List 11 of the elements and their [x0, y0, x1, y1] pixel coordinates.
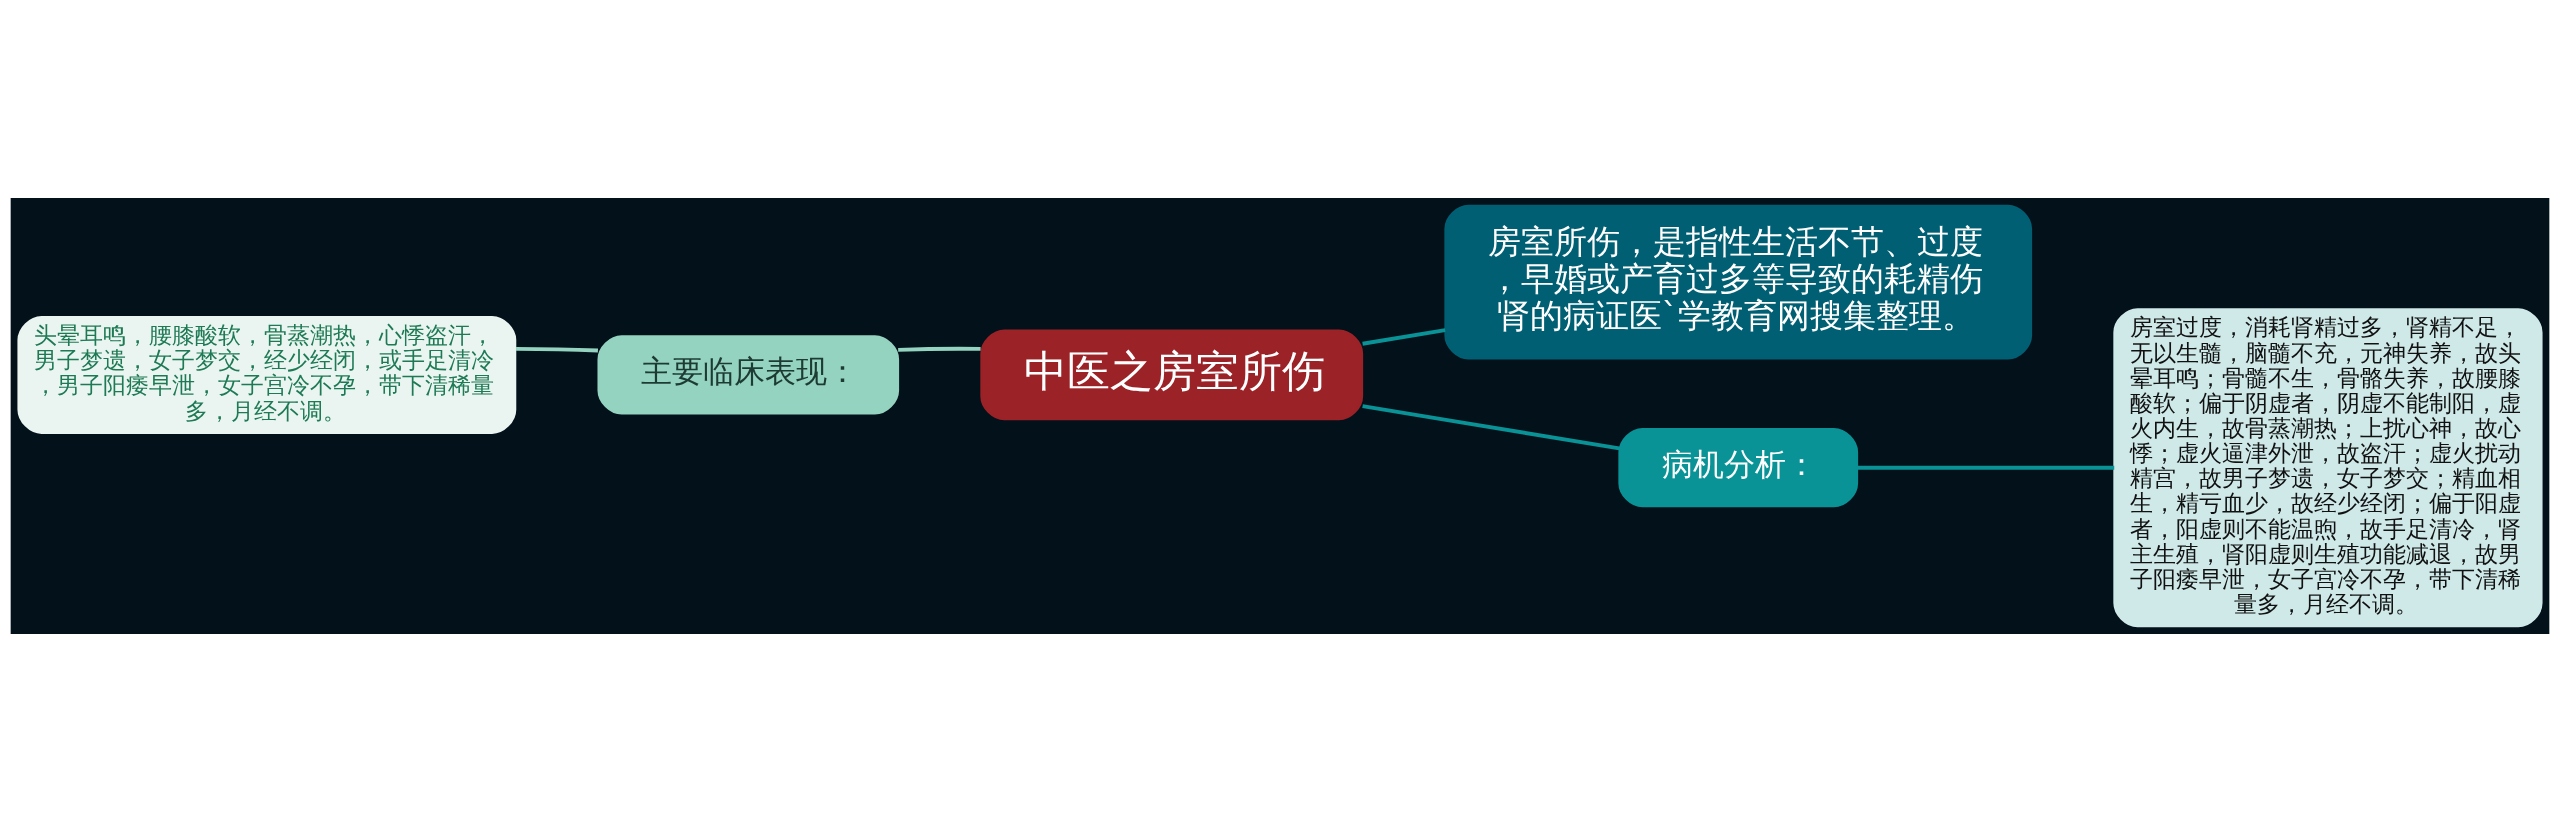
- connector: [1362, 403, 1620, 450]
- connector: [1857, 465, 2115, 470]
- connector: [1362, 327, 1446, 346]
- node-box: 房室过度，消耗肾精过多，肾精不足，无以生髓，脑髓不充，元神失养，故头晕耳鸣；骨髓不生，骨骼失养，故腰膝酸软；偏于阴虚者，阴虚不能制阳，虚火内生，故骨蒸潮热；上扰心神，故心悸；虚火逼津外泄，故盗汗；虚火扰动精宫，故男子梦遗，女子梦交；精血相生，精亏血少，故经少经闭；偏于阳虚者，阳虚则不能温煦，故手足清冷，肾主生殖，肾阳虚则生殖功能减退，故男子阳痿早泄，女子宫冷不孕，带下清稀量多，月经不调。: [2113, 307, 2543, 627]
- node-box: 房室所伤，是指性生活不节、过度，早婚或产育过多等导致的耗精伤肾的病证医`学教育网搜集整理。: [1444, 204, 2033, 359]
- node-box: 病机分析：: [1618, 427, 1859, 507]
- node-box: 头晕耳鸣，腰膝酸软，骨蒸潮热，心悸盗汗，男子梦遗，女子梦交，经少经闭，或手足清冷，男子阳痿早泄，女子宫冷不孕，带下清稀量多，月经不调。: [17, 315, 517, 434]
- connector: [515, 346, 599, 352]
- node-box: 中医之房室所伤: [980, 328, 1364, 420]
- node-box: 主要临床表现：: [597, 334, 900, 415]
- connector: [898, 346, 981, 352]
